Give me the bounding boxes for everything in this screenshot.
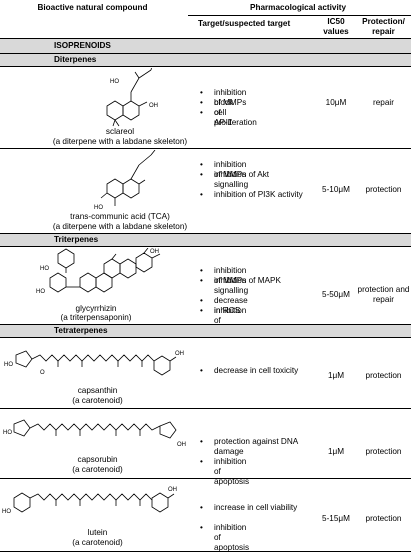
- compound-subtitle: (a carotenoid): [72, 465, 123, 474]
- header-compound: Bioactive natural compound: [37, 3, 148, 12]
- ic50-value: 10μM: [325, 98, 347, 107]
- ho-label: HO: [110, 79, 119, 85]
- capsanthin-oh-label: OH: [175, 351, 184, 357]
- section-row: [0, 39, 411, 53]
- oh-label: OH: [149, 103, 158, 109]
- compound-name: sclareol: [105, 127, 135, 136]
- group-title-diterpenes: Diterpenes: [54, 55, 97, 64]
- divider: [0, 66, 411, 67]
- divider: [0, 337, 411, 338]
- compound-name: lutein: [87, 528, 108, 537]
- group-title-triterpenes: Triterpenes: [54, 235, 99, 244]
- header-ic50: IC50 values: [323, 17, 349, 36]
- capsorubin-structure: [13, 419, 177, 439]
- lutein-structure: [13, 492, 175, 513]
- group-title-tetraterpenes: Tetraterpenes: [54, 326, 108, 335]
- group-row-triterpenes: [0, 234, 411, 246]
- divider: [0, 324, 411, 325]
- capsanthin-o-label: O: [40, 370, 45, 376]
- tca-ho-label: HO: [94, 205, 103, 211]
- compound-name: trans-communic acid (TCA): [70, 212, 170, 221]
- glycyrrhizin-structure: [49, 248, 161, 293]
- header-divider: [0, 38, 411, 39]
- effect-value: protection and repair: [357, 285, 410, 304]
- compound-subtitle: (a carotenoid): [72, 538, 123, 547]
- capsanthin-ho-label: HO: [4, 362, 13, 368]
- compound-name: glycyrrhizin: [75, 304, 117, 313]
- compound-name: capsorubin: [77, 455, 118, 464]
- header-underline: [188, 15, 411, 16]
- capsanthin-structure: [15, 350, 177, 376]
- ic50-value: 1μM: [327, 371, 345, 380]
- divider: [0, 148, 411, 149]
- section-title: ISOPRENOIDS: [54, 41, 111, 50]
- compound-name: capsanthin: [77, 386, 118, 395]
- effect-value: protection: [365, 185, 402, 194]
- capsorubin-ho-label: HO: [3, 430, 12, 436]
- lutein-oh-label: OH: [168, 487, 177, 493]
- compound-subtitle: (a triterpensaponin): [60, 313, 132, 322]
- sclareol-structure: [106, 68, 152, 127]
- ic50-value: 1μM: [327, 447, 345, 456]
- group-row-diterpenes: [0, 54, 411, 66]
- compound-subtitle: (a diterpene with a labdane skeleton): [52, 137, 188, 146]
- glyc-ho-label: HO: [36, 289, 45, 295]
- capsorubin-oh-label: OH: [177, 442, 186, 448]
- compound-subtitle: (a diterpene with a labdane skeleton): [52, 222, 188, 231]
- divider: [0, 408, 411, 409]
- compound-subtitle: (a carotenoid): [72, 396, 123, 405]
- effect-value: protection: [365, 447, 402, 456]
- effect-value: protection: [365, 514, 402, 523]
- ic50-value: 5-10μM: [322, 185, 350, 194]
- divider: [0, 233, 411, 234]
- divider: [0, 53, 411, 54]
- header-pharmacological-activity: Pharmacological activity: [249, 3, 346, 12]
- glyc-ho-label: HO: [40, 266, 49, 272]
- table-bottom-rule: [0, 551, 411, 552]
- divider: [0, 478, 411, 479]
- header-protection: Protection/ repair: [362, 17, 405, 36]
- effect-value: repair: [373, 98, 394, 107]
- group-row-tetraterpenes: [0, 325, 411, 337]
- ic50-value: 5-15μM: [322, 514, 350, 523]
- header-target: Target/suspected target: [198, 19, 291, 28]
- glyc-oh-label: OH: [150, 249, 159, 255]
- tca-structure: [100, 150, 156, 206]
- effect-value: protection: [365, 371, 402, 380]
- divider: [0, 246, 411, 247]
- lutein-ho-label: HO: [2, 509, 11, 515]
- ic50-value: 5-50μM: [322, 290, 350, 299]
